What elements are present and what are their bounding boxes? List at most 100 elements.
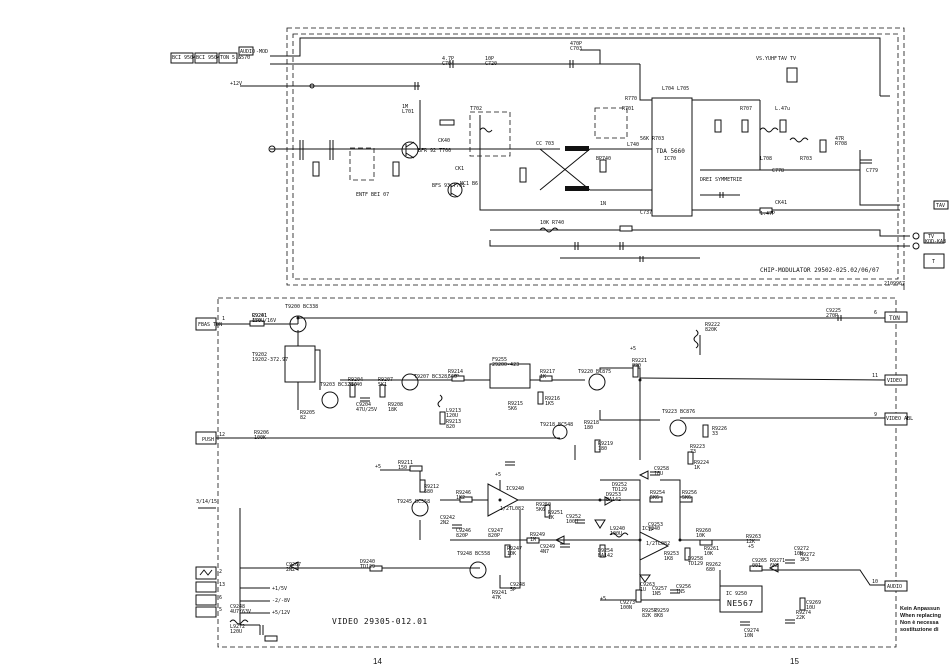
part-label: C9257 xyxy=(652,586,667,592)
part-label: C9273 xyxy=(620,600,635,606)
svg-text:T9220 BC875: T9220 BC875 xyxy=(578,369,611,375)
t701-label: BFS 93 T701 xyxy=(432,183,465,189)
part-value: 1U xyxy=(640,587,646,593)
conn-left-2-pin: 2 xyxy=(219,569,222,575)
part-label: C9252 xyxy=(566,514,581,520)
conn-left-5-label: +5/12V xyxy=(272,610,290,616)
conn-left-13-label: +1/5V xyxy=(272,586,287,592)
part-value: 5K6 xyxy=(650,495,659,501)
part-value: 180 xyxy=(598,446,607,452)
entf-label: ENTF BEI 07 xyxy=(356,192,389,198)
part-label: R9254 xyxy=(650,490,665,496)
svg-text:IC 9250: IC 9250 xyxy=(726,591,747,597)
svg-text:R707: R707 xyxy=(740,106,752,112)
part-label: C9247 xyxy=(488,528,503,534)
right-label-tv: TV xyxy=(928,234,934,240)
part-label: C9272 xyxy=(794,546,809,552)
modulator-section: BCI 9504H C505 BCI 9504H TON 6570 TON 5.… xyxy=(170,27,949,292)
part-label: C9204 xyxy=(356,402,371,408)
svg-text:CK41: CK41 xyxy=(775,200,787,206)
video-right-connectors: TON 6 VIDEO 11 VIDEO ABL 9 AUDIO 10 xyxy=(872,310,913,592)
part-value: 5K6 xyxy=(536,507,545,513)
video-border xyxy=(217,297,897,648)
part-label: R9262 xyxy=(706,562,721,568)
part-label: R9250 xyxy=(536,502,551,508)
part-value: 100U xyxy=(566,519,578,525)
svg-text:R770: R770 xyxy=(625,96,637,102)
part-label: R9271 xyxy=(770,558,785,564)
part-value: 10N xyxy=(744,633,753,639)
conn-left-12-pin: 12 xyxy=(219,432,225,438)
svg-text:T9203 BC328/40: T9203 BC328/40 xyxy=(320,382,362,388)
part-label: R9206 xyxy=(254,430,269,436)
svg-text:T9200 BC338: T9200 BC338 xyxy=(285,304,318,310)
svg-text:R701: R701 xyxy=(622,106,634,112)
part-value: BA142 xyxy=(598,553,613,559)
video-part-labels: R9201150T920219202-372.97R9204330R92075K… xyxy=(230,308,841,639)
part-label: C9263 xyxy=(640,582,655,588)
part-label: R9217 xyxy=(540,369,555,375)
modulator-components xyxy=(268,60,920,262)
part-label: D9254 xyxy=(598,548,613,554)
part-value: 82K xyxy=(642,613,651,619)
svg-text:C720: C720 xyxy=(485,61,497,67)
part-value: 120U xyxy=(230,629,242,635)
part-value: 2N2 xyxy=(440,520,449,526)
modulator-outer-border xyxy=(286,27,905,286)
input-box-0: BCI 9504H C505 xyxy=(172,55,214,61)
svg-text:VS.Y: VS.Y xyxy=(756,56,768,62)
svg-text:Kein Anpassun: Kein Anpassun xyxy=(900,606,940,612)
part-value: 100U xyxy=(610,531,622,537)
part-value: 2N2 xyxy=(286,567,295,573)
svg-text:R708: R708 xyxy=(835,141,847,147)
svg-text:+5: +5 xyxy=(600,596,606,602)
modulator-input-boxes: BCI 9504H C505 BCI 9504H TON 6570 TON 5.… xyxy=(170,46,268,87)
part-value: 82 xyxy=(300,415,306,421)
part-value: 100N xyxy=(620,605,632,611)
conn-left-31415-pin: 3/14/15 xyxy=(196,499,217,505)
ic-tda5660-ref: IC70 xyxy=(664,156,676,162)
part-value: 73 xyxy=(690,449,696,455)
part-label: L9272 xyxy=(230,624,245,630)
part-value: 10U xyxy=(654,471,663,477)
ferrite-bead-1 xyxy=(565,146,589,151)
part-label: L9213 xyxy=(446,408,461,414)
svg-text:Non è necessa: Non è necessa xyxy=(900,620,939,626)
part-label: D9258 xyxy=(688,556,703,562)
part-value: 10U xyxy=(806,605,815,611)
conn-left-6-pin: 6 xyxy=(219,595,222,601)
part-label: C9256 xyxy=(676,584,691,590)
svg-text:UHF: UHF xyxy=(768,56,777,62)
video-title: VIDEO 29305-012.01 xyxy=(332,617,428,626)
svg-text:C737: C737 xyxy=(640,210,652,216)
modulator-title: CHIP-MODULATOR 29502-025.02/06/07 xyxy=(760,267,880,274)
part-value: 18K xyxy=(388,407,397,413)
svg-text:T702: T702 xyxy=(470,106,482,112)
input-box-2: TON 5.5 xyxy=(220,55,241,61)
part-label: T9202 xyxy=(252,352,267,358)
ic-ne567: IC 9250 NE567 xyxy=(719,585,763,613)
replacement-note: Kein Anpassun When replacing Non è neces… xyxy=(900,606,941,633)
part-value: 10K xyxy=(696,533,705,539)
part-label: C9253 xyxy=(648,522,663,528)
part-value: 29200-423 xyxy=(492,362,519,368)
part-label: R9223 xyxy=(690,444,705,450)
part-label: R9208 xyxy=(388,402,403,408)
part-value: 1K8 xyxy=(664,556,673,562)
svg-text:BP740: BP740 xyxy=(596,156,611,162)
part-label: R9211 xyxy=(398,460,413,466)
part-value: 1K5 xyxy=(545,401,554,407)
svg-text:CC 703: CC 703 xyxy=(536,141,554,147)
svg-text:TAV: TAV xyxy=(778,56,787,62)
svg-text:T9248 BC558: T9248 BC558 xyxy=(457,551,490,557)
svg-text:47R: 47R xyxy=(835,136,845,142)
part-label: R9215 xyxy=(508,401,523,407)
part-label: R9207 xyxy=(378,377,393,383)
conn-left-1-label: FBAS TON xyxy=(198,322,222,328)
part-label: R9216 xyxy=(545,396,560,402)
part-label: R9241 xyxy=(492,590,507,596)
right-label-kodkab: KOD-KAB xyxy=(925,239,946,245)
conn-right-videoabl-pin: 9 xyxy=(874,412,877,418)
part-value: 1K2 xyxy=(456,495,465,501)
part-label: R9263 xyxy=(746,534,761,540)
